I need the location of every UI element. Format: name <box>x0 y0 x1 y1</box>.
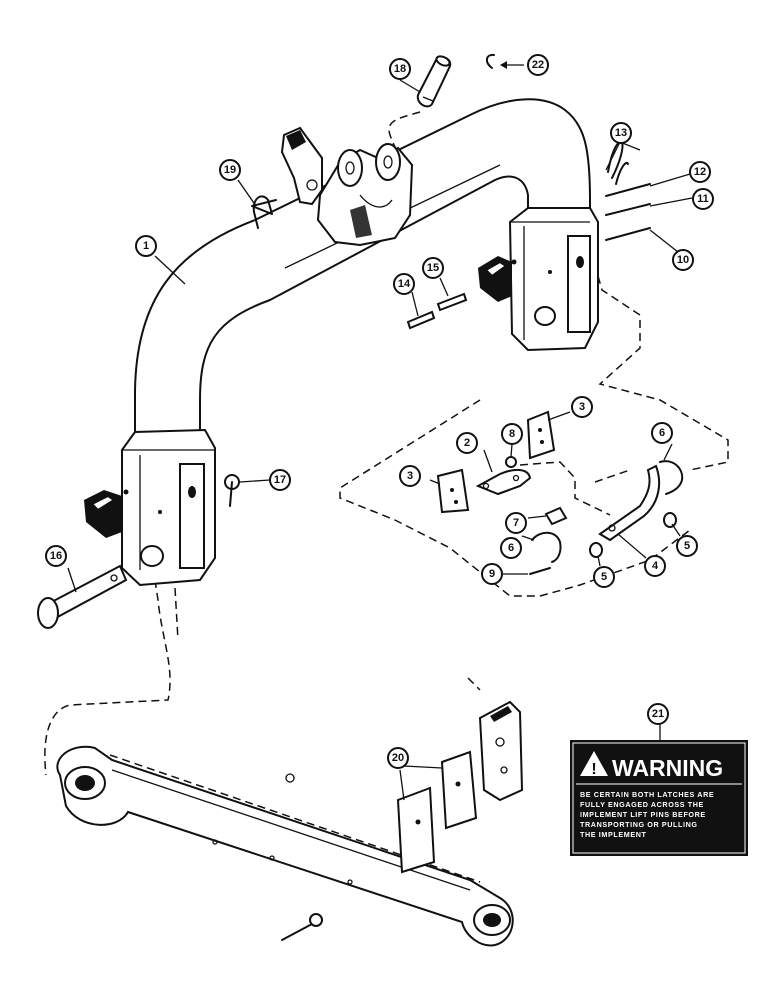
callout-19: 19 <box>219 159 241 181</box>
svg-text:14: 14 <box>398 278 411 290</box>
callout-2: 2 <box>456 432 478 454</box>
lynch-pin-17 <box>224 474 240 507</box>
callout-14: 14 <box>393 273 415 295</box>
svg-text:8: 8 <box>509 428 515 440</box>
warning-decal: ! WARNING BE CERTAIN BOTH LATCHES ARE FU… <box>570 740 748 856</box>
callouts: 1 2 3 3 4 5 5 6 6 7 8 9 10 11 12 13 14 1… <box>45 54 714 769</box>
pins-10-13 <box>605 140 651 241</box>
left-upright-casting <box>84 428 216 587</box>
svg-text:16: 16 <box>50 550 62 562</box>
svg-text:13: 13 <box>615 127 627 139</box>
warning-line-2: FULLY ENGAGED ACROSS THE <box>580 800 704 809</box>
svg-text:6: 6 <box>659 427 665 439</box>
svg-text:15: 15 <box>427 262 439 274</box>
svg-text:11: 11 <box>697 193 709 205</box>
svg-text:22: 22 <box>532 59 544 71</box>
svg-text:17: 17 <box>274 474 286 486</box>
callout-5-lower: 5 <box>593 566 615 588</box>
callout-12: 12 <box>689 161 711 183</box>
warning-line-1: BE CERTAIN BOTH LATCHES ARE <box>580 790 714 799</box>
roll-pins-14-15 <box>406 292 468 330</box>
warning-line-4: TRANSPORTING OR PULLING <box>580 820 698 829</box>
callout-6-upper: 6 <box>651 422 673 444</box>
drawbar <box>56 745 514 947</box>
svg-text:1: 1 <box>143 240 149 252</box>
callout-16: 16 <box>45 545 67 567</box>
callout-10: 10 <box>672 249 694 271</box>
svg-text:19: 19 <box>224 164 236 176</box>
callout-22: 22 <box>527 54 549 76</box>
callout-11: 11 <box>692 188 714 210</box>
callout-6-lower: 6 <box>500 537 522 559</box>
pin-16 <box>37 564 128 629</box>
callout-15: 15 <box>422 257 444 279</box>
svg-text:6: 6 <box>508 542 514 554</box>
hair-pin-19 <box>251 195 277 229</box>
callout-17: 17 <box>269 469 291 491</box>
svg-text:20: 20 <box>392 752 404 764</box>
callout-8: 8 <box>501 423 523 445</box>
latch-assembly-parts <box>436 410 684 575</box>
svg-text:7: 7 <box>513 517 519 529</box>
svg-text:10: 10 <box>677 254 689 266</box>
callout-21: 21 <box>647 703 669 725</box>
leader-lines <box>67 79 693 801</box>
callout-4: 4 <box>644 555 666 577</box>
svg-text:!: ! <box>591 761 596 778</box>
warning-line-5: THE IMPLEMENT <box>580 830 647 839</box>
svg-text:3: 3 <box>407 470 413 482</box>
hitch-yoke <box>84 98 599 587</box>
center-casting <box>316 143 414 247</box>
wear-plates-20 <box>396 700 524 874</box>
svg-text:5: 5 <box>601 571 607 583</box>
svg-text:21: 21 <box>652 708 664 720</box>
pin-18 <box>416 55 452 108</box>
svg-text:3: 3 <box>579 401 585 413</box>
svg-text:9: 9 <box>489 568 495 580</box>
top-latch-lever <box>280 126 323 206</box>
callout-3-right: 3 <box>571 396 593 418</box>
drawbar-bolt <box>281 913 323 941</box>
callout-3-left: 3 <box>399 465 421 487</box>
warning-triangle-icon <box>580 751 608 776</box>
svg-text:5: 5 <box>684 540 690 552</box>
warning-title: WARNING <box>612 755 723 781</box>
callout-7: 7 <box>505 512 527 534</box>
callout-5-right: 5 <box>676 535 698 557</box>
svg-text:4: 4 <box>652 560 659 572</box>
callout-1: 1 <box>135 235 157 257</box>
svg-text:12: 12 <box>694 166 706 178</box>
svg-text:2: 2 <box>464 437 470 449</box>
callout-13: 13 <box>610 122 632 144</box>
right-upright-casting <box>478 207 599 352</box>
warning-line-3: IMPLEMENT LIFT PINS BEFORE <box>580 810 706 819</box>
callout-20: 20 <box>387 747 409 769</box>
svg-text:18: 18 <box>394 63 406 75</box>
callout-18: 18 <box>389 58 411 80</box>
ring-clip-22 <box>486 53 524 69</box>
callout-9: 9 <box>481 563 503 585</box>
